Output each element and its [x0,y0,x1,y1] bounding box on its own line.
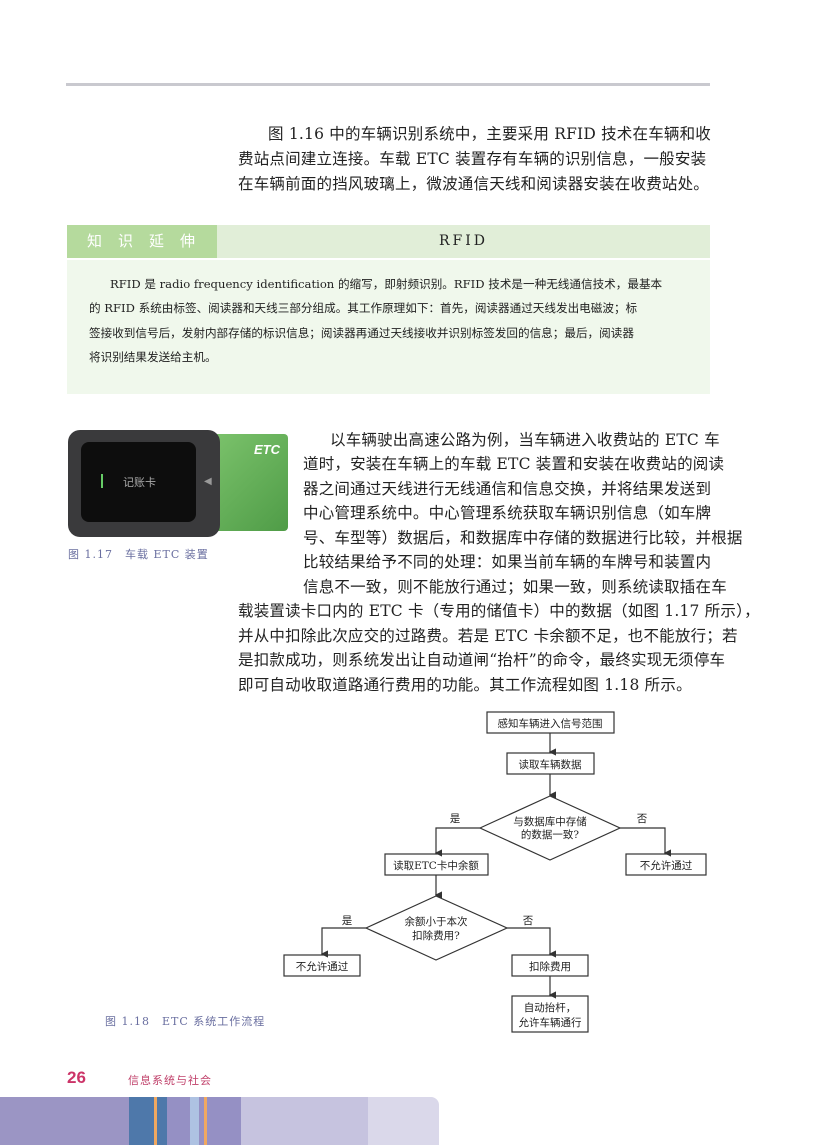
flow-text: 自动抬杆， [524,1001,577,1014]
paragraph2-line: 中心管理系统中。中心管理系统获取车辆识别信息（如车牌 [303,504,712,522]
flow-text: 允许车辆通行 [519,1016,582,1029]
flow-text: 读取ETC卡中余额 [393,859,479,872]
knowledge-line: RFID 是 radio frequency identification 的缩… [110,277,663,291]
book-title: 信息系统与社会 [128,1074,212,1087]
flow-text: 不允许通过 [296,960,349,973]
page-number: 26 [67,1068,86,1087]
flow-arrow [434,827,480,857]
flow-arrow [320,927,366,958]
knowledge-line: 签接收到信号后，发射内部存储的标识信息；阅读器再通过天线接收并识别标签发回的信息… [89,326,634,340]
paragraph2-line: 即可自动收取道路通行费用的功能。其工作流程如图 1.18 所示。 [238,676,692,694]
knowledge-tag: 知识延伸 [67,225,217,258]
etc-card-label: ETC [254,442,280,457]
knowledge-line: 的 RFID 系统由标签、阅读器和天线三部分组成。其工作原理如下：首先，阅读器通… [89,301,638,315]
flow-text: 读取车辆数据 [519,758,582,771]
flow-text: 的数据一致? [521,828,579,841]
reader-screen: 记账卡 [81,442,196,522]
flow-yes-label: 是 [450,813,461,825]
flow-decision-1 [478,795,622,861]
paragraph1-line: 在车辆前面的挡风玻璃上，微波通信天线和阅读器安装在收费站处。 [238,175,710,193]
figure-caption: 图 1.17 车载 ETC 装置 [68,548,209,561]
flow-arrow [507,927,556,958]
etc-device-image: ETC 记账卡 ◀ [68,430,288,538]
paragraph2-line: 并从中扣除此次应交的过路费。若是 ETC 卡余额不足，也不能放行；若 [238,627,738,645]
flow-text: 不允许通过 [640,859,693,872]
screen-text: 记账卡 [123,476,156,489]
flow-arrow [620,827,671,857]
paragraph1-line: 费站点间建立连接。车载 ETC 装置存有车辆的识别信息，一般安装 [238,150,707,168]
flow-text: 感知车辆进入信号范围 [498,717,603,730]
flow-text: 扣除费用? [412,929,460,942]
flow-no-label: 否 [637,813,648,825]
etc-reader-body: 记账卡 ◀ [68,430,220,537]
paragraph2-line: 器之间通过天线进行无线通信和信息交换，并将结果发送到 [303,480,712,498]
paragraph2-line: 以车辆驶出高速公路为例，当车辆进入收费站的 ETC 车 [330,431,720,449]
flow-text: 余额小于本次 [405,915,468,928]
knowledge-box-header: 知识延伸 RFID [67,225,710,258]
knowledge-title: RFID [438,233,488,249]
flow-decision-2 [364,895,509,961]
flow-text: 与数据库中存储 [513,815,587,828]
knowledge-box-body: RFID 是 radio frequency identification 的缩… [67,260,710,394]
figure-caption: 图 1.18 ETC 系统工作流程 [105,1015,266,1028]
eject-arrow-icon: ◀ [204,476,212,487]
etc-card: ETC [210,434,288,531]
paragraph1-line: 图 1.16 中的车辆识别系统中，主要采用 RFID 技术在车辆和收 [268,125,711,143]
flow-no-label: 否 [523,915,534,927]
knowledge-line: 将识别结果发送给主机。 [89,350,217,364]
header-rule [66,83,710,86]
paragraph2-line: 载装置读卡口内的 ETC 卡（专用的储值卡）中的数据（如图 1.17 所示）， [238,602,760,620]
paragraph2-line: 道时，安装在车辆上的车载 ETC 装置和安装在收费站的阅读 [303,455,725,473]
flow-text: 扣除费用 [529,960,571,973]
paragraph2-line: 信息不一致，则不能放行通过；如果一致，则系统读取插在车 [303,578,727,596]
paragraph2-line: 比较结果给予不同的处理：如果当前车辆的车牌号和装置内 [303,553,712,571]
paragraph2-line: 是扣款成功，则系统发出让自动道闸“抬杆”的命令，最终实现无须停车 [238,651,726,669]
flow-yes-label: 是 [342,915,353,927]
paragraph2-line: 号、车型等）数据后，和数据库中存储的数据进行比较，并根据 [303,529,743,547]
